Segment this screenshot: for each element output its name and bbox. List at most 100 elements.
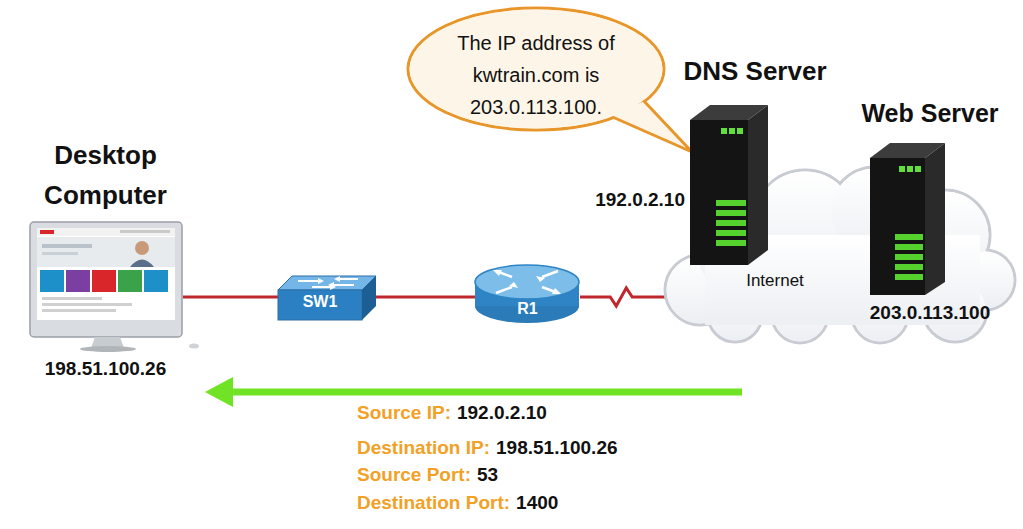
speech-bubble-shape-part	[608, 100, 692, 152]
server-icon-part	[716, 240, 746, 246]
server-icon-part	[895, 244, 923, 250]
ethernet-link	[183, 296, 278, 299]
server-icon-part	[737, 128, 743, 134]
packet-field-row: Source IP:192.0.2.10	[357, 401, 547, 425]
server-node: Web Server 203.0.113.100	[845, 95, 1015, 335]
switch-icon-part	[362, 276, 376, 320]
server-icon-part	[915, 166, 921, 172]
server-icon-part	[895, 254, 923, 260]
field-name: Source IP:	[357, 401, 451, 425]
field-value: 1400	[516, 491, 558, 515]
cloud-label: Internet	[720, 270, 830, 292]
monitor-icon-part	[120, 230, 170, 233]
server-icon-part	[716, 210, 746, 216]
speech-bubble: The IP address of kwtrain.com is 203.0.1…	[405, 5, 667, 133]
field-name: Destination IP:	[357, 436, 490, 460]
monitor-icon-part	[42, 309, 116, 312]
monitor-icon-part	[144, 270, 168, 292]
monitor-icon-part	[42, 244, 92, 248]
speech-bubble-shape-part	[410, 10, 663, 129]
server-icon-part	[870, 158, 925, 295]
monitor-icon-part	[42, 252, 78, 255]
server-icon-part	[716, 230, 746, 236]
server-icon-part	[907, 166, 913, 172]
server-icon-part	[690, 120, 748, 265]
computer-node: Desktop Computer 198.51.100.26	[28, 135, 183, 380]
field-name: Destination Port:	[357, 491, 510, 515]
flow-arrow-shaft	[228, 389, 742, 396]
cloud-shape-part	[832, 169, 919, 256]
device-heading: Web Server	[845, 97, 1015, 129]
server-icon-part	[716, 220, 746, 226]
router-icon-part	[509, 282, 518, 288]
field-value: 192.0.2.10	[457, 401, 547, 425]
router-icon-part	[552, 288, 561, 294]
packet-field-row: Destination IP:198.51.100.26	[357, 436, 618, 460]
packet-field-row: Destination Port:1400	[357, 491, 558, 515]
monitor-icon-part	[42, 303, 132, 306]
monitor-icon-part	[130, 260, 154, 268]
switch-icon-part	[334, 284, 354, 286]
cloud-shape-part	[710, 290, 761, 341]
device-name: R1	[475, 299, 580, 319]
cloud-shape-part	[900, 190, 990, 280]
packet-field-row: Source Port:53	[357, 463, 498, 487]
switch-icon-part	[334, 276, 340, 282]
server-icon-part	[925, 143, 945, 295]
monitor-icon-part	[66, 270, 90, 292]
text-slot: Desktop Computer	[28, 135, 183, 215]
text-slot: 203.0.113.100	[845, 301, 1015, 325]
speech-bubble-shape-part	[408, 8, 664, 130]
server-icon-part	[895, 234, 923, 240]
monitor-icon-part	[30, 222, 182, 337]
monitor-icon-part	[189, 344, 199, 349]
text-slot: Web Server	[845, 97, 1015, 129]
server-icon-part	[690, 105, 768, 120]
monitor-icon-part	[135, 241, 149, 255]
ip-address: 192.0.2.10	[585, 188, 685, 212]
server-icon-part	[716, 200, 746, 206]
text-slot: 198.51.100.26	[28, 357, 183, 381]
router-icon-part	[475, 265, 579, 299]
cloud-shape-part	[957, 252, 1014, 309]
router-icon-part	[475, 289, 579, 323]
cloud-shape-part	[665, 167, 1015, 343]
text-slot: The IP address of kwtrain.com is 203.0.1…	[435, 27, 637, 123]
field-name: Source Port:	[357, 463, 471, 487]
cloud-shape-part	[830, 167, 920, 257]
field-value: 53	[477, 463, 498, 487]
server-icon-part	[729, 128, 735, 134]
field-value: 198.51.100.26	[496, 436, 618, 460]
cloud-shape-part	[774, 289, 827, 342]
switch-icon-part	[278, 276, 376, 290]
switch-icon-part	[312, 286, 330, 288]
cloud-shape-part	[667, 257, 734, 324]
monitor-icon-part	[118, 270, 142, 292]
ethernet-link	[376, 296, 475, 299]
cloud-shape-part	[902, 192, 989, 279]
monitor-icon-part	[40, 270, 64, 292]
server-icon-part	[870, 143, 945, 158]
text-slot: 192.0.2.10	[585, 188, 685, 212]
switch-icon-part	[278, 290, 362, 320]
device-name: SW1	[278, 292, 362, 312]
serial-link	[580, 288, 665, 306]
device-heading: Desktop Computer	[28, 135, 183, 215]
server-icon-part	[895, 264, 923, 270]
monitor-icon-part	[91, 337, 124, 348]
text-slot: R1	[475, 299, 580, 319]
monitor-icon-part	[92, 270, 116, 292]
server-icon-part	[721, 128, 727, 134]
switch-icon-part	[330, 284, 336, 290]
flow-arrow-head	[205, 377, 233, 407]
ip-address: 203.0.113.100	[845, 301, 1015, 325]
switch-icon-part	[318, 278, 324, 284]
cloud-shape-part	[755, 172, 856, 273]
cloud-shape-part	[708, 288, 762, 342]
text-slot: Internet	[720, 270, 830, 292]
cloud-shape-part	[665, 255, 735, 325]
switch-icon-part	[328, 282, 334, 288]
ip-address: 198.51.100.26	[28, 357, 183, 381]
monitor-icon-part	[37, 228, 175, 320]
router-node: R1	[475, 263, 580, 325]
